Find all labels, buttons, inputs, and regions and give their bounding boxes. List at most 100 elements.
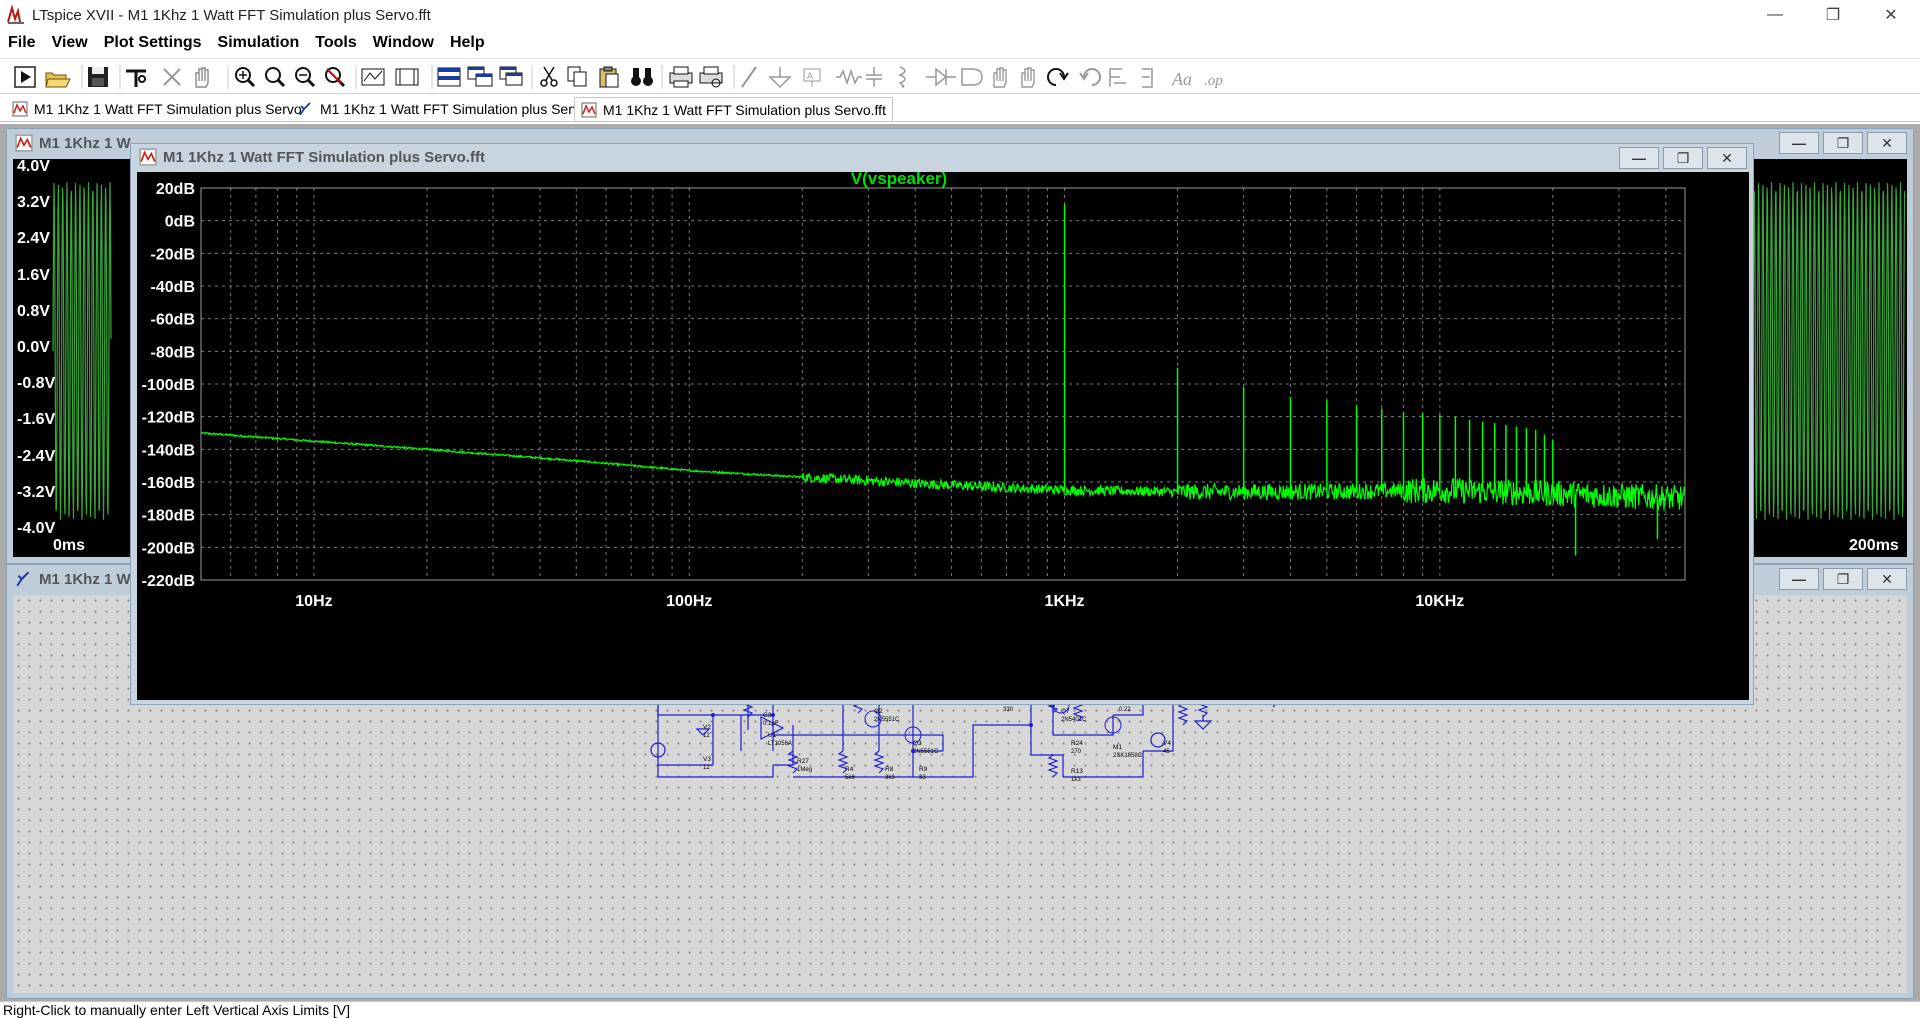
schematic-window-titlebar[interactable]: M1 1Khz 1 W — ❐ ✕ <box>7 565 1913 593</box>
manual-limits-icon[interactable] <box>395 68 419 86</box>
fft-window-titlebar[interactable]: M1 1Khz 1 Watt FFT Simulation plus Servo… <box>131 144 1753 170</box>
open-icon[interactable] <box>45 72 71 88</box>
zoom-in-icon[interactable] <box>235 67 256 88</box>
schematic-part-value: 270 <box>1071 749 1082 755</box>
schematic-wire <box>1052 705 1114 736</box>
menu-simulation[interactable]: Simulation <box>217 34 300 51</box>
fft-x-tick-label: 100Hz <box>666 593 712 610</box>
schematic-close-button[interactable]: ✕ <box>1867 568 1907 590</box>
schematic-part-ref: R24 <box>1071 740 1083 747</box>
schematic-maximize-button[interactable]: ❐ <box>1823 568 1863 590</box>
cut-icon[interactable] <box>540 66 558 87</box>
tab-schematic[interactable]: M1 1Khz 1 Watt FFT Simulation plus Servo <box>292 97 594 121</box>
schematic-resistor <box>1177 702 1189 726</box>
fft-grid <box>200 187 1685 581</box>
undo-icon[interactable] <box>1047 68 1069 86</box>
fft-y-tick-label: -100dB <box>142 377 195 394</box>
waveform-x-start-label: 0ms <box>53 537 86 554</box>
schematic-part-value: 33 <box>919 775 926 781</box>
schematic-part-ref: R4 <box>845 766 854 773</box>
move-hand-icon <box>993 67 1007 88</box>
schematic-transistor <box>864 710 882 728</box>
schematic-wire <box>773 734 944 751</box>
schematic-part-value: 5k6 <box>845 775 855 781</box>
run-icon[interactable] <box>14 66 36 88</box>
zoom-cancel-icon[interactable] <box>325 67 346 88</box>
tab-fft[interactable]: M1 1Khz 1 Watt FFT Simulation plus Servo… <box>574 97 893 121</box>
fft-close-button[interactable]: ✕ <box>1707 147 1747 169</box>
waveform-y-tick-label: -4.0V <box>17 520 56 537</box>
paste-icon[interactable] <box>599 66 619 88</box>
menu-window[interactable]: Window <box>372 34 434 51</box>
schematic-window-title: M1 1Khz 1 W <box>39 570 131 588</box>
fft-y-tick-label: -200dB <box>142 540 195 557</box>
fft-y-tick-label: -220dB <box>142 573 195 590</box>
fft-y-tick-label: -180dB <box>142 508 195 525</box>
waveform-window-titlebar[interactable]: M1 1Khz 1 W — ❐ ✕ <box>7 129 1913 157</box>
label-net-icon: A <box>803 68 821 87</box>
schematic-transistor <box>1104 716 1122 734</box>
autorange-icon[interactable] <box>361 68 385 86</box>
find-icon[interactable] <box>631 68 653 86</box>
fft-y-tick-label: 20dB <box>156 181 195 198</box>
fft-harmonics <box>1063 204 1554 494</box>
waveform-trace-left <box>52 182 112 520</box>
schematic-part-value: 1k3 <box>1071 777 1081 783</box>
spice-directive-icon: .op <box>1204 73 1223 89</box>
redo-icon <box>1079 68 1101 86</box>
menu-plot-settings[interactable]: Plot Settings <box>103 34 202 51</box>
schematic-source <box>1150 732 1166 748</box>
close-button[interactable]: ✕ <box>1884 7 1898 24</box>
waveform-y-tick-label: 3.2V <box>17 194 50 212</box>
waveform-close-button[interactable]: ✕ <box>1867 132 1907 154</box>
schematic-wire <box>793 751 914 778</box>
waveform-minimize-button[interactable]: — <box>1779 132 1819 154</box>
cascade-icon[interactable] <box>467 66 493 87</box>
tile-horizontal-icon[interactable] <box>437 67 461 87</box>
print-icon[interactable] <box>669 66 693 88</box>
waveform-maximize-button[interactable]: ❐ <box>1823 132 1863 154</box>
fft-chart[interactable]: V(vspeaker)20dB0dB-20dB-40dB-60dB-80dB-1… <box>137 172 1749 700</box>
schematic-minimize-button[interactable]: — <box>1779 568 1819 590</box>
fft-trace-title[interactable]: V(vspeaker) <box>851 172 947 188</box>
schematic-source <box>650 742 666 758</box>
status-bar: Right-Click to manually enter Left Verti… <box>0 1001 1920 1018</box>
menu-file[interactable]: File <box>8 34 36 51</box>
text-icon: Aa <box>1171 69 1192 89</box>
fft-maximize-button[interactable]: ❐ <box>1663 147 1703 169</box>
schematic-wire <box>1113 751 1144 778</box>
tab-label: M1 1Khz 1 Watt FFT Simulation plus Servo <box>34 101 302 117</box>
control-panel-icon[interactable] <box>126 69 146 87</box>
waveform-x-end-label: 200ms <box>1849 537 1899 554</box>
zoom-icon[interactable] <box>265 67 286 88</box>
fft-x-tick-label: 10KHz <box>1415 593 1464 610</box>
tile-vertical-icon[interactable] <box>499 66 523 86</box>
copy-icon[interactable] <box>567 66 587 87</box>
fft-minimize-button[interactable]: — <box>1619 147 1659 169</box>
schematic-part-value: 0.22 <box>1119 707 1131 713</box>
menu-view[interactable]: View <box>51 34 88 51</box>
tab-waveform[interactable]: M1 1Khz 1 Watt FFT Simulation plus Servo <box>6 97 308 121</box>
zoom-out-icon[interactable] <box>295 67 316 88</box>
schematic-wire <box>1143 705 1174 752</box>
menu-bar: File View Plot Settings Simulation Tools… <box>0 30 1920 56</box>
menu-help[interactable]: Help <box>449 34 485 51</box>
schematic-part-ref: R27 <box>797 758 809 765</box>
svg-text:Aa: Aa <box>1171 69 1192 89</box>
fft-x-tick-label: 10Hz <box>295 593 332 610</box>
print-preview-icon[interactable] <box>699 66 723 88</box>
schematic-part-value: 2N5551C <box>913 749 939 755</box>
waveform-y-tick-label: -2.4V <box>17 447 56 465</box>
schematic-part-ref: Q2 <box>874 708 883 715</box>
svg-text:A: A <box>807 71 813 81</box>
pan-hand-icon <box>195 67 209 88</box>
save-icon[interactable] <box>88 67 108 87</box>
resistor-icon <box>836 68 862 86</box>
schematic-part-value: LT1056A <box>768 741 792 747</box>
minimize-button[interactable]: — <box>1767 6 1783 23</box>
fft-window[interactable]: M1 1Khz 1 Watt FFT Simulation plus Servo… <box>130 143 1754 705</box>
menu-tools[interactable]: Tools <box>315 34 357 51</box>
capacitor-icon <box>866 67 882 87</box>
restore-button[interactable]: ❐ <box>1825 7 1841 24</box>
